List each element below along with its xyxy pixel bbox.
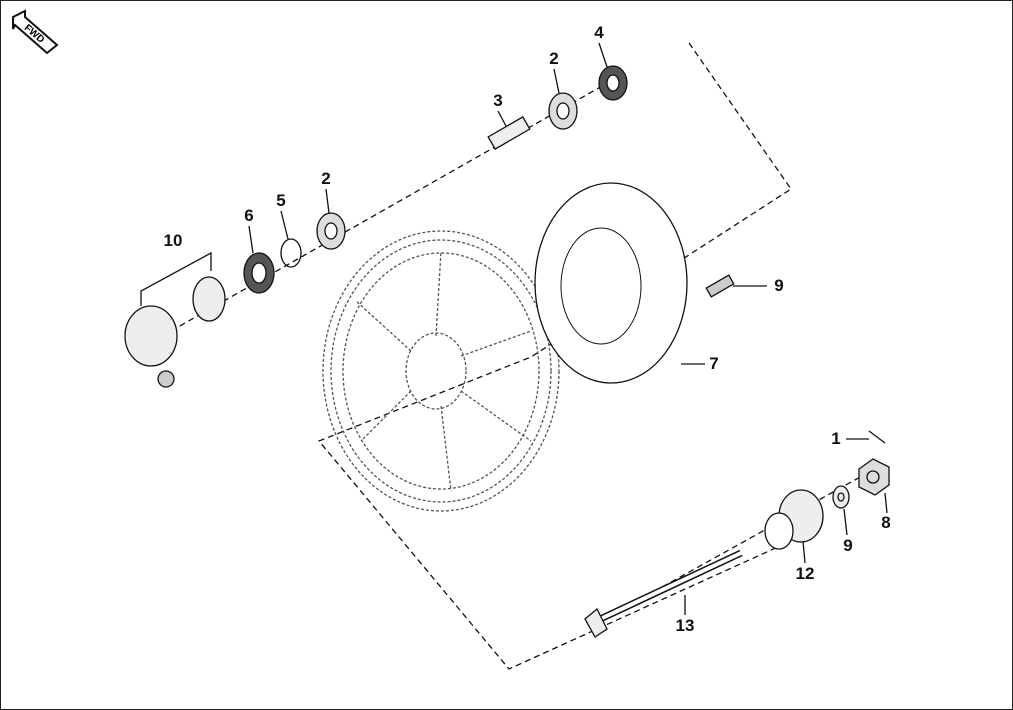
collar-12: [764, 489, 824, 550]
bracket-11: [140, 251, 212, 306]
bearing-2-upper: [548, 92, 578, 130]
leader-lines: [248, 42, 888, 615]
axis-line-upper: [170, 80, 612, 332]
callout-10: 9: [774, 276, 784, 295]
callout-9: 9: [843, 536, 853, 555]
speedo-drive-11: [124, 276, 226, 388]
callout-2-upper: 2: [549, 49, 559, 68]
oil-seal-6: [243, 252, 275, 294]
spacer-3: [487, 116, 531, 150]
axle-13: [584, 549, 743, 638]
callout-8: 8: [881, 513, 891, 532]
callout-5: 5: [276, 191, 286, 210]
brake-disc: [534, 182, 688, 384]
bolt-10: [705, 274, 735, 298]
callout-3: 3: [493, 91, 503, 110]
circlip-5: [280, 238, 302, 268]
wheel: [322, 230, 560, 512]
callout-1: 1: [831, 429, 841, 448]
bearing-2-lower: [316, 212, 346, 250]
washer-9: [832, 485, 850, 509]
callout-7: 7: [709, 354, 719, 373]
cotter-pin-1: [868, 430, 886, 444]
callout-11: 10: [163, 231, 183, 250]
nut-8: [858, 458, 890, 496]
callout-12: 12: [795, 564, 815, 583]
callout-4: 4: [594, 23, 604, 42]
assembly-dashed-outline: [317, 42, 792, 670]
callout-2-lower: 2: [321, 169, 331, 188]
callout-6: 6: [244, 206, 254, 225]
fwd-arrow-icon: FWD: [12, 9, 59, 55]
bearing-4: [598, 65, 628, 101]
callout-13: 13: [675, 616, 695, 635]
